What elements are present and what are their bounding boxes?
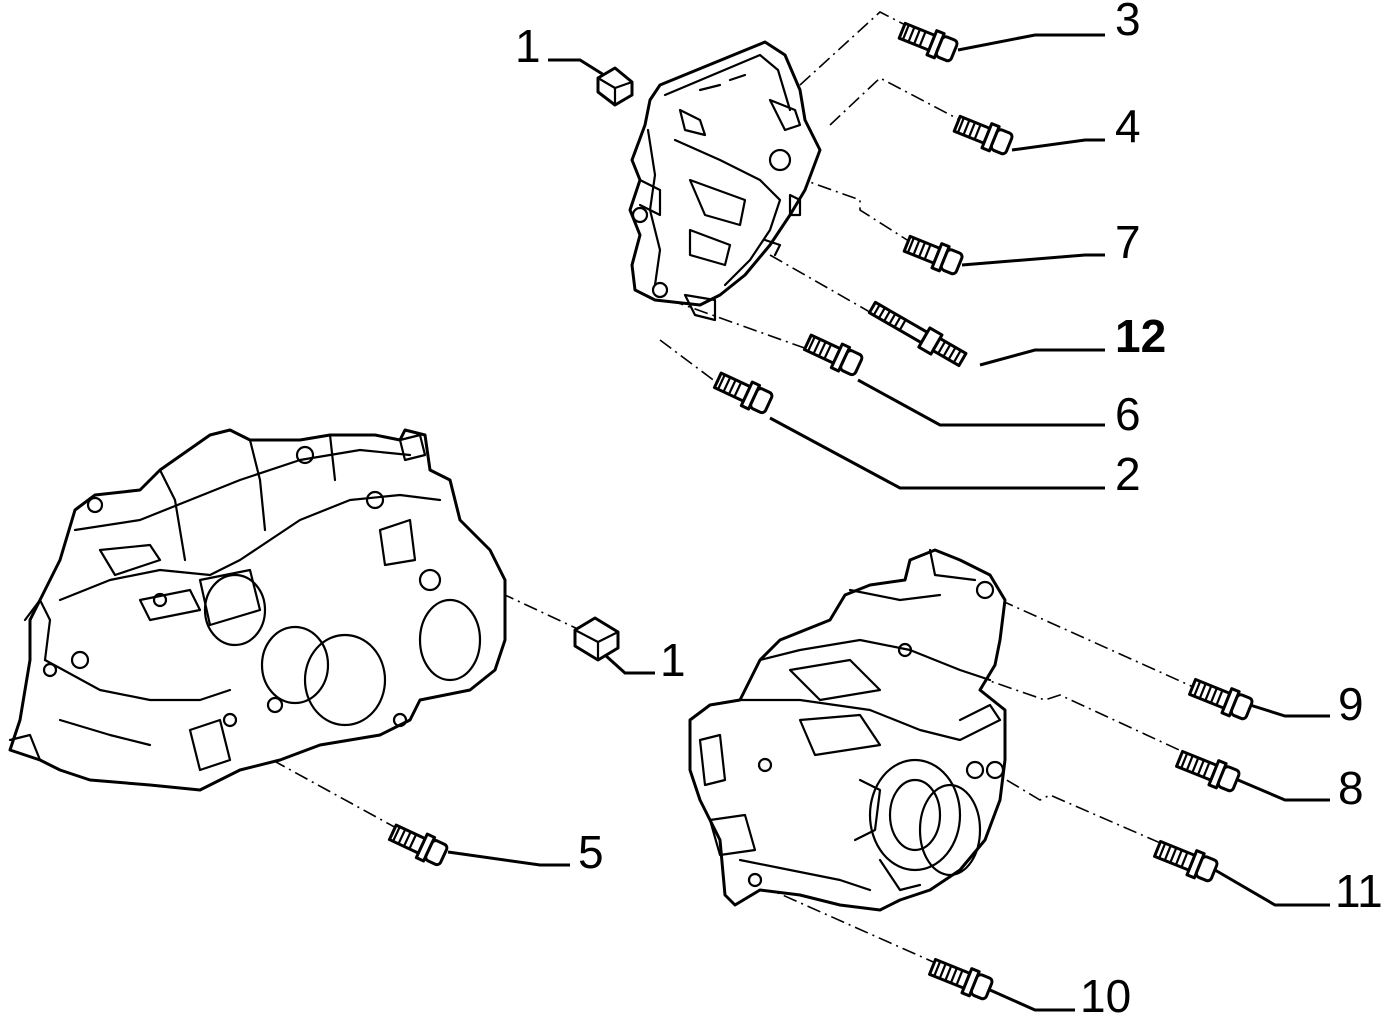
leader-11 (1214, 868, 1330, 907)
bolt-4 (952, 114, 1014, 156)
callout-7: 7 (1115, 216, 1141, 268)
bolt-8 (1175, 749, 1241, 793)
stud-12 (867, 300, 968, 368)
leader-7 (961, 253, 1105, 267)
main-gearbox-housing (8, 428, 507, 792)
callout-5: 5 (578, 826, 604, 878)
leader-5 (447, 850, 570, 867)
leader-12 (979, 348, 1105, 367)
callout-1-top: 1 (515, 20, 541, 72)
dowel-bushing-top (596, 66, 634, 107)
callout-12: 12 (1115, 310, 1166, 362)
end-cover (628, 40, 822, 322)
leader-1-top (548, 58, 605, 77)
callout-8: 8 (1338, 762, 1364, 814)
leader-2 (769, 416, 1105, 490)
rear-gearbox-housing (688, 548, 1007, 912)
bolt-10 (928, 957, 994, 1001)
callout-3: 3 (1115, 0, 1141, 45)
bolt-11 (1153, 839, 1219, 883)
leader-6 (857, 378, 1105, 427)
leader-4 (1011, 138, 1105, 152)
leader-1-mid (603, 653, 655, 675)
leader-lines (447, 33, 1330, 1012)
bolt-6 (802, 333, 864, 377)
callout-6: 6 (1115, 388, 1141, 440)
bolt-5 (387, 823, 449, 867)
bolt-3 (897, 21, 959, 63)
bolt-7 (902, 234, 964, 276)
bolt-2 (712, 371, 774, 415)
callout-10: 10 (1080, 970, 1131, 1017)
leader-8 (1237, 778, 1330, 802)
callout-9: 9 (1338, 678, 1364, 730)
bolt-9 (1188, 677, 1254, 721)
leader-10 (989, 988, 1075, 1012)
leader-9 (1249, 703, 1330, 718)
callout-labels: 1 3 4 7 12 6 2 1 9 8 11 5 10 (515, 0, 1383, 1017)
callout-4: 4 (1115, 100, 1141, 152)
dowel-bushing-mid (573, 616, 620, 662)
leader-3 (957, 33, 1105, 52)
callout-11: 11 (1335, 865, 1383, 917)
callout-1-mid: 1 (660, 634, 686, 686)
callout-2: 2 (1115, 448, 1141, 500)
